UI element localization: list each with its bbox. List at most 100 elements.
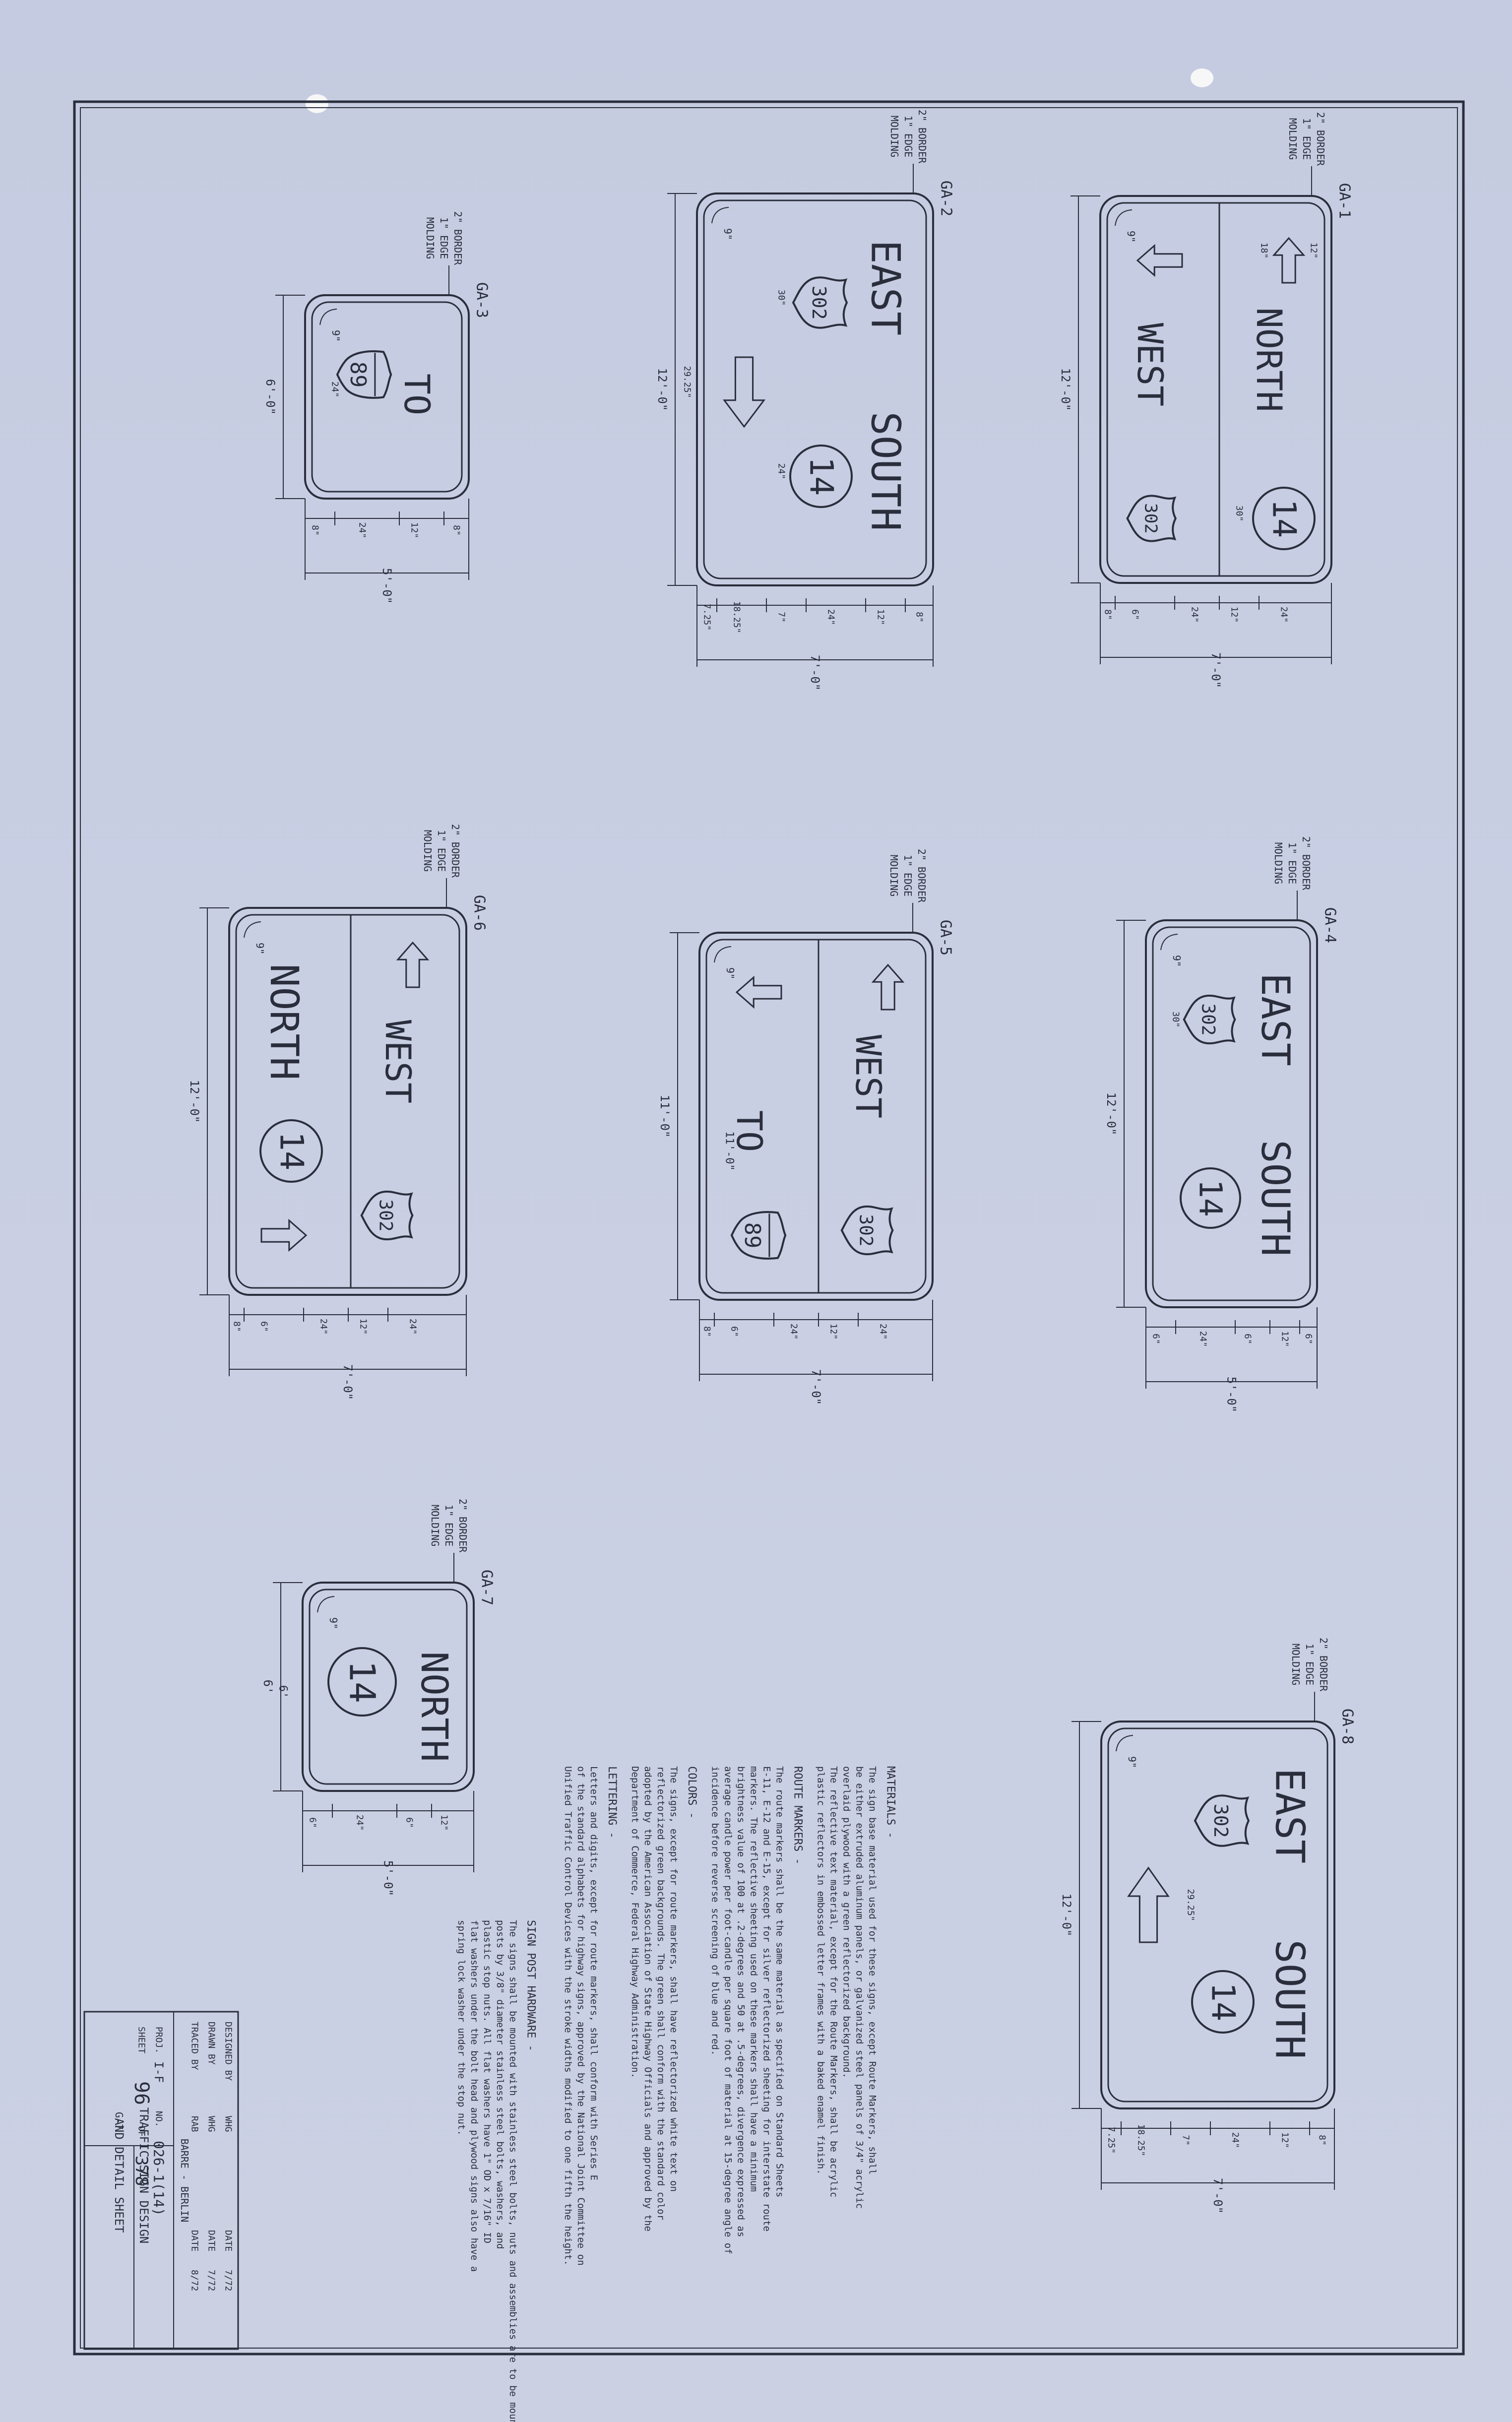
segment-label: 8" xyxy=(914,612,925,623)
drawing-number: G-7 xyxy=(113,2112,125,2130)
height-dimension: 12'-0" xyxy=(1059,368,1072,411)
notes-line: The reflective text material, except for… xyxy=(828,1766,839,2197)
notes-line: spring lock washer under the stop nut. xyxy=(456,1920,467,2136)
molding-callout: MOLDING xyxy=(1272,842,1284,884)
sign-border xyxy=(1107,1727,1328,2103)
segment-label: 24" xyxy=(357,522,368,539)
border-callout: 2" BORDER xyxy=(1315,112,1326,166)
sign-outer-edge xyxy=(1099,195,1332,584)
title-block-value: 8/72 xyxy=(189,2270,200,2291)
title-block-label: PROJ. xyxy=(154,2027,164,2053)
sheet-frame xyxy=(73,100,1465,2356)
shield-number: 14 xyxy=(342,1660,383,1703)
segment-label: 7" xyxy=(776,612,787,623)
notes-line: The signs, except for route markers, sha… xyxy=(668,1766,679,2192)
segment-label: 12" xyxy=(358,1319,369,1335)
notes-heading: COLORS - xyxy=(686,1766,698,1819)
title-block-label: DATE xyxy=(206,2230,217,2251)
border-callout: 2" BORDER xyxy=(449,824,461,878)
edge-callout: 1" EDGE xyxy=(436,830,447,872)
shield-outline xyxy=(1126,495,1177,542)
border-callout: 2" BORDER xyxy=(916,849,928,903)
sign-outer-edge xyxy=(1100,1721,1335,2109)
segment-label: 7.25" xyxy=(702,604,712,631)
border-callout: 2" BORDER xyxy=(457,1499,469,1553)
route-marker-circle-icon: 14 xyxy=(327,1647,397,1717)
arrow-up-icon xyxy=(1127,1866,1170,1943)
segment-label: 6" xyxy=(259,1321,269,1332)
border-callout: 2" BORDER xyxy=(1300,836,1312,891)
shield-outline xyxy=(1252,487,1316,550)
shield-outline xyxy=(259,1119,323,1183)
width-dimension: 7'-0" xyxy=(1209,652,1223,688)
arrow-right-icon xyxy=(260,1218,308,1252)
dim-label: 11'-0" xyxy=(723,1131,736,1170)
arrow-down-icon xyxy=(722,356,766,428)
segment-label: 6" xyxy=(1130,609,1140,620)
shield-outline xyxy=(1194,1794,1250,1847)
notes-line: The route markers shall be the same mate… xyxy=(774,1766,785,2197)
width-dimension: 7'-0" xyxy=(341,1364,355,1400)
title-block-label: NO. xyxy=(154,2111,164,2127)
notes-line: overlaid plywood with a green reflectori… xyxy=(841,1766,852,2078)
sign-border xyxy=(705,939,927,1294)
sign-id: GA-4 xyxy=(1322,907,1339,943)
notes-line: reflectorized green backgrounds. The gre… xyxy=(655,1766,666,2220)
sign-outer-edge xyxy=(1145,919,1318,1308)
shield-outline xyxy=(327,1647,397,1717)
title-block-frame xyxy=(83,2011,239,2350)
border-frame xyxy=(73,100,1465,2356)
us-route-shield-icon: 302 xyxy=(1194,1794,1250,1847)
sign-outer-edge xyxy=(228,907,467,1296)
notes-line: E-11, E-12 and E-15, except for silver r… xyxy=(761,1766,772,2231)
shield-outline xyxy=(730,1211,787,1260)
shield-outline xyxy=(789,445,853,508)
dim-label: 12" xyxy=(1309,243,1319,259)
location: BARRE - BERLIN xyxy=(179,2139,190,2223)
segment-label: 6" xyxy=(1303,1334,1314,1344)
legend-text: NORTH xyxy=(261,964,306,1081)
legend-text: WEST xyxy=(848,1035,888,1119)
punch-hole xyxy=(1191,68,1213,87)
radius-label: 9" xyxy=(254,943,266,955)
shield-outline xyxy=(840,1205,894,1256)
segment-label: 24" xyxy=(826,609,836,626)
general-notes: MATERIALS -The sign base material used f… xyxy=(456,1766,897,2422)
us-route-shield-icon: 302 xyxy=(840,1205,894,1256)
height-dimension: 12'-0" xyxy=(1104,1092,1118,1136)
shield-number: 14 xyxy=(1193,1179,1229,1217)
us-route-shield-icon: 302 xyxy=(1183,994,1236,1045)
shield-number: 14 xyxy=(273,1132,310,1170)
segment-label: 6" xyxy=(1243,1334,1253,1344)
interstate-shield-icon: 89 xyxy=(336,350,392,399)
segment-label: 7.25" xyxy=(1106,2127,1117,2154)
shield-outline xyxy=(792,276,848,329)
radius-label: 9" xyxy=(327,1617,339,1629)
arrow-outline xyxy=(1136,244,1183,277)
notes-line: of the standard alphabets for highway si… xyxy=(575,1766,586,2266)
sign-border xyxy=(1106,202,1325,577)
sign-id: GA-8 xyxy=(1339,1709,1356,1744)
segment-label: 12" xyxy=(439,1815,449,1831)
width-dimension: 7'-0" xyxy=(809,1369,823,1405)
legend-text: EAST xyxy=(863,240,909,336)
arrow-outline xyxy=(735,975,782,1009)
molding-callout: MOLDING xyxy=(1290,1644,1302,1685)
segment-label: 8" xyxy=(451,525,462,536)
drawing-title: TRAFFIC SIGN DESIGN xyxy=(137,2107,151,2244)
segment-label: 8" xyxy=(1103,609,1113,620)
shield-number: 302 xyxy=(1198,1003,1219,1035)
shield-number: 14 xyxy=(1265,499,1303,538)
title-block-label: DATE xyxy=(223,2230,234,2251)
border-callout: 2" BORDER xyxy=(452,211,464,265)
notes-line: plastic stop nuts. All flat washers have… xyxy=(482,1920,493,2243)
